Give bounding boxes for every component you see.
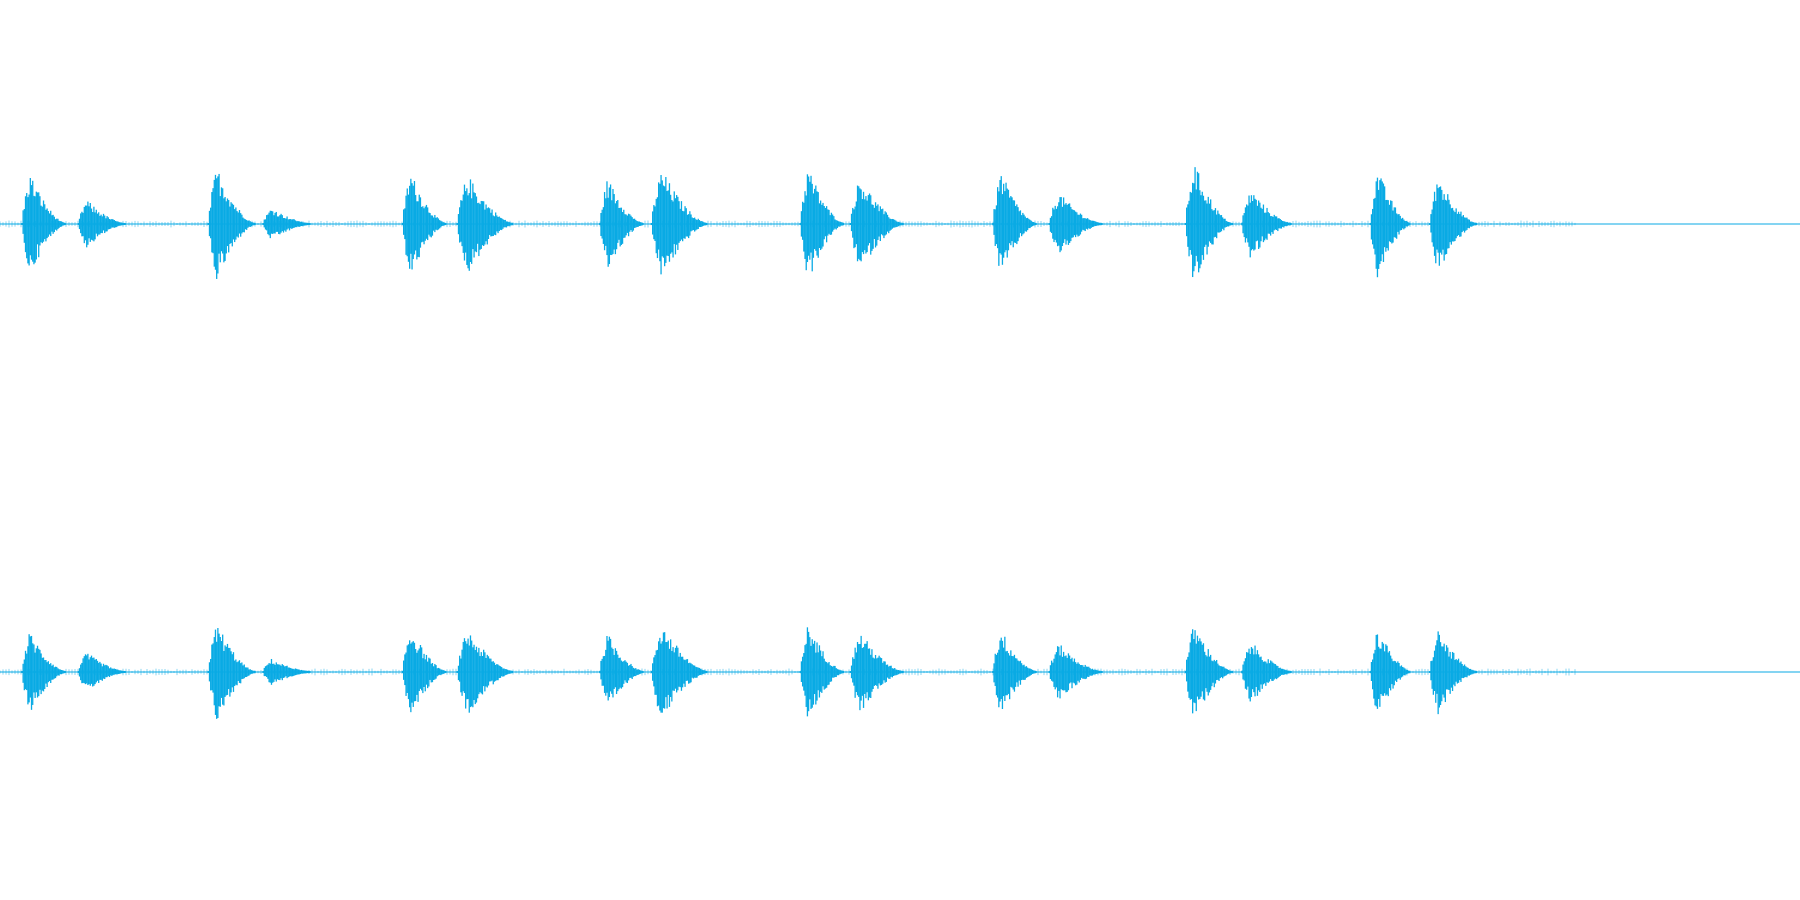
channel-top-burst-1 [21,178,66,266]
channel-top-burst-5 [401,178,447,270]
channel-bottom-burst-11 [992,636,1037,710]
channel-bottom-burst-16 [1429,631,1478,715]
channel-top-burst-6 [456,179,514,271]
channel-top-burst-16 [1429,184,1478,266]
channel-bottom-burst-3 [207,628,256,719]
channel-top-burst-4 [262,210,311,239]
channel-bottom-burst-5 [401,640,447,713]
channel-bottom-burst-1 [21,634,66,710]
channel-bottom-burst-9 [799,627,845,717]
channel-bottom-burst-10 [849,635,904,711]
channel-bottom-burst-7 [599,636,644,701]
channel-top-burst-3 [207,173,256,279]
channel-top-burst-11 [992,176,1037,266]
channel-top [0,167,1800,279]
channel-top-burst-13 [1184,167,1233,278]
channel-bottom-burst-14 [1241,645,1292,702]
channel-bottom-burst-15 [1369,634,1411,709]
channel-bottom-burst-12 [1048,645,1103,699]
channel-bottom-burst-2 [77,653,126,687]
channel-bottom-burst-6 [456,635,514,713]
channel-top-burst-10 [849,185,904,262]
channel-bottom-burst-8 [650,632,708,713]
channel-top-burst-12 [1048,197,1103,253]
channel-top-burst-15 [1369,177,1411,278]
channel-top-burst-2 [77,201,126,248]
channel-bottom [0,627,1800,719]
channel-top-burst-8 [650,175,708,275]
channel-top-burst-14 [1241,195,1292,258]
channel-bottom-burst-13 [1184,629,1233,714]
channel-bottom-burst-4 [262,658,311,685]
channel-top-burst-7 [599,181,644,267]
channel-top-burst-9 [799,174,845,272]
